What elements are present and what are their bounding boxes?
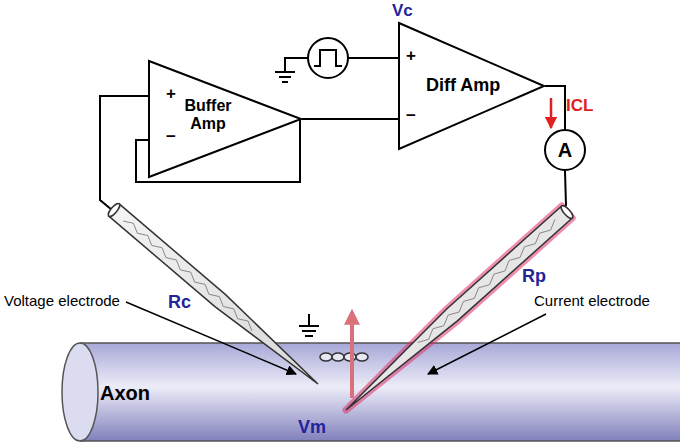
ground-symbol xyxy=(299,325,319,327)
silver-wire xyxy=(123,221,252,331)
axon-edge xyxy=(80,342,680,344)
resistance-label: Rc xyxy=(168,292,191,313)
silver-wire xyxy=(418,219,555,342)
ion-channel xyxy=(356,353,368,361)
leader-arrow xyxy=(126,302,296,374)
ground-symbol xyxy=(308,314,310,326)
node-label: A xyxy=(558,139,572,162)
part-name: Voltage electrode xyxy=(4,292,120,309)
ion-channel xyxy=(332,353,344,361)
pulse-symbol xyxy=(314,50,342,66)
node-label: Axon xyxy=(100,382,150,405)
pin-sign: + xyxy=(166,84,176,104)
amplifier-outline xyxy=(149,61,301,177)
ammeter-circle: A xyxy=(544,129,586,171)
ground-symbol xyxy=(305,335,313,337)
signal-wire xyxy=(545,86,565,129)
electrode-wire xyxy=(565,171,566,206)
signal-wire xyxy=(302,118,398,120)
glass-pipette xyxy=(109,204,318,384)
pin-sign: − xyxy=(166,127,176,147)
ion-channel xyxy=(320,353,332,361)
pin-sign: + xyxy=(406,46,416,66)
voltage-label: Vm xyxy=(298,417,326,438)
input-wire xyxy=(100,96,148,210)
pin-sign: − xyxy=(406,106,416,126)
leader-arrow xyxy=(428,314,546,374)
ground-symbol xyxy=(275,71,295,73)
pipette-opening xyxy=(107,202,122,218)
ground-symbol xyxy=(282,81,288,83)
axon-edge xyxy=(80,440,680,442)
amplifier-triangle: +Buffer Amp− xyxy=(148,60,302,178)
node-label: Buffer Amp xyxy=(176,97,240,134)
amplifier-triangle: + Diff Amp− xyxy=(398,22,545,150)
axon-end xyxy=(62,343,98,441)
pipette-opening xyxy=(559,204,574,220)
current-label: ICL xyxy=(566,96,593,116)
command-wire xyxy=(348,57,398,59)
ground-symbol xyxy=(302,330,316,332)
amplifier-outline xyxy=(399,23,544,149)
pulse-generator xyxy=(308,38,348,78)
voltage-label: Vc xyxy=(392,1,413,21)
current-flow-arrow xyxy=(350,312,354,398)
resistance-label: Rp xyxy=(522,266,546,287)
ground-wire xyxy=(285,58,308,72)
axon-body xyxy=(80,343,680,441)
ammeter-outline xyxy=(545,130,585,170)
current-direction-arrow xyxy=(550,98,553,128)
ground-symbol xyxy=(279,76,291,78)
node-label: Diff Amp xyxy=(426,75,500,96)
part-name: Current electrode xyxy=(534,292,650,309)
